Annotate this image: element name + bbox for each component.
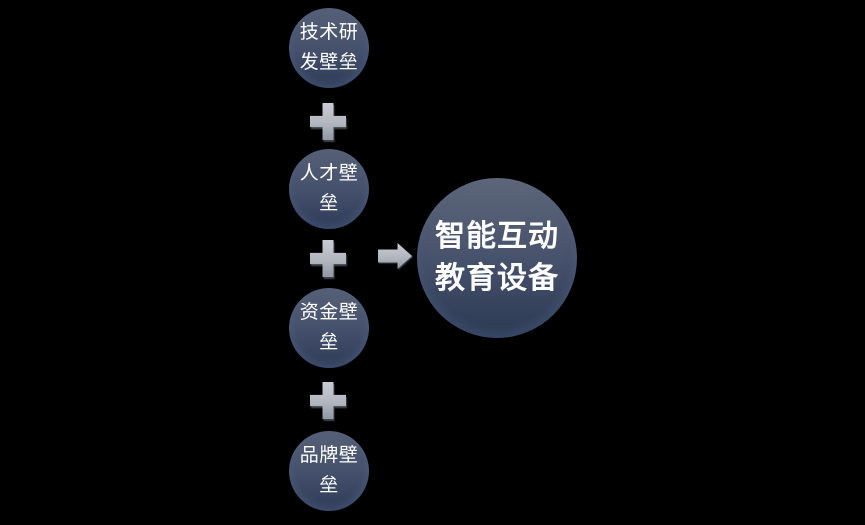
plus-icon [310,382,346,419]
barrier-circle-brand: 品牌壁 垒 [289,431,369,511]
barrier-circle-talent: 人才壁 垒 [289,149,369,229]
barrier-label-line: 垒 [319,475,339,496]
barrier-label-line: 垒 [319,193,339,214]
barrier-label-line: 发壁垒 [299,52,359,73]
barrier-circle-capital: 资金壁 垒 [289,288,369,368]
barrier-label-line: 人才壁 [299,163,359,184]
result-circle-smart-education: 智能互动 教育设备 [417,178,577,338]
barrier-label-line: 品牌壁 [299,445,359,466]
result-label-line: 智能互动 [435,220,559,253]
result-label-line: 教育设备 [435,262,559,295]
barrier-label-line: 垒 [319,332,339,353]
barrier-circle-tech-rd: 技术研 发壁垒 [289,8,369,88]
plus-icon [310,103,346,140]
arrow-right-icon [378,243,412,269]
barrier-label-line: 资金壁 [299,302,359,323]
barrier-label-line: 技术研 [299,22,359,43]
plus-icon [310,240,346,277]
